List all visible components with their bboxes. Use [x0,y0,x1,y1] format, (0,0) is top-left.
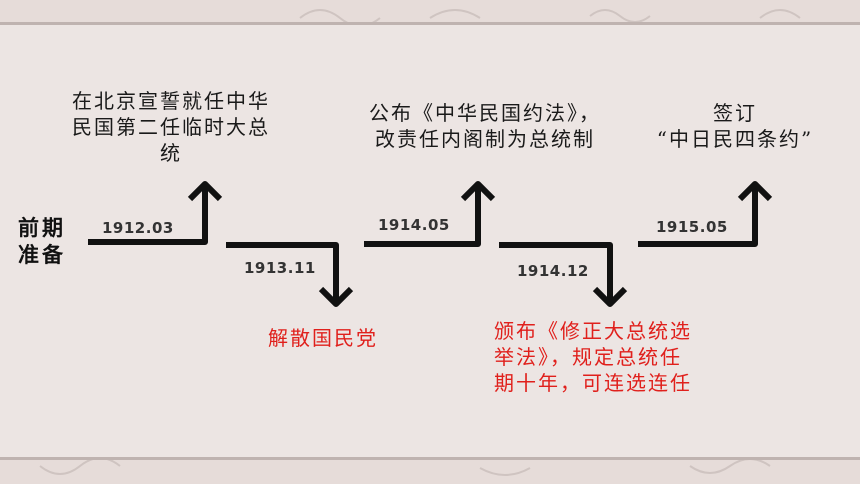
event-description: 公布《中华民国约法》， 改责任内阁制为总统制 [369,101,601,151]
up-arrow-icon [187,181,223,202]
down-arrow-icon [592,286,628,307]
bottom-decorative-border [0,457,860,484]
pattern-icon [299,9,801,22]
phase-label: 前期 准备 [18,215,66,267]
date-label: 1915.05 [656,218,728,236]
pattern-icon [39,460,771,476]
timeline-step-1914-12 [499,242,613,300]
down-arrow-icon [318,286,354,307]
date-label: 1913.11 [244,259,316,277]
timeline-step-1913-11 [226,242,339,300]
event-description: 在北京宣誓就任中华 民国第二任临时大总 统 [72,89,270,165]
timeline-step-1915-05 [638,188,758,247]
date-label: 1912.03 [102,219,174,237]
event-description: 签订 “中日民四条约” [656,101,814,151]
up-arrow-icon [737,181,773,202]
event-description: 颁布《修正大总统选 举法》，规定总统任 期十年，可连选连任 [494,319,692,395]
top-decorative-border [0,0,860,25]
date-label: 1914.05 [378,216,450,234]
date-label: 1914.12 [517,262,589,280]
event-description: 解散国民党 [268,326,378,350]
up-arrow-icon [460,181,496,202]
timeline-step-1914-05 [364,188,481,247]
timeline-step-1912-03 [88,188,208,245]
